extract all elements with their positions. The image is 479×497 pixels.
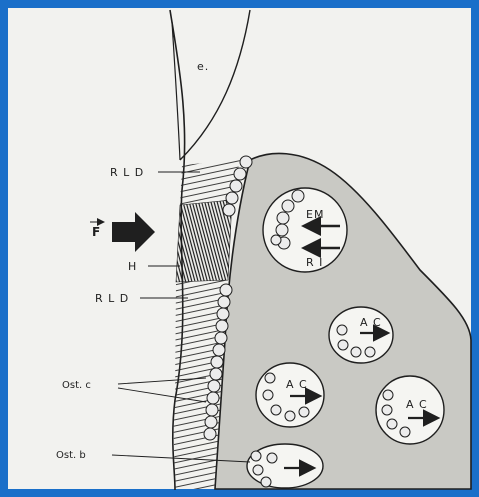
label-rld-top: R L D: [110, 166, 144, 179]
label-ri: R I: [306, 256, 323, 269]
label-ac-2: A C: [286, 378, 308, 391]
label-enamel: e.: [197, 60, 209, 73]
label-rld-bottom: R L D: [95, 292, 129, 305]
label-ac-1: A C: [360, 316, 382, 329]
label-ost-c: Ost. c: [62, 380, 91, 391]
label-em: EM: [306, 208, 324, 221]
force-arrow: [112, 212, 155, 252]
label-ac-3: A C: [406, 398, 428, 411]
label-force: F: [92, 225, 100, 239]
enamel-curve: [180, 10, 250, 160]
label-h: H: [128, 260, 137, 273]
label-ost-b: Ost. b: [56, 450, 86, 461]
